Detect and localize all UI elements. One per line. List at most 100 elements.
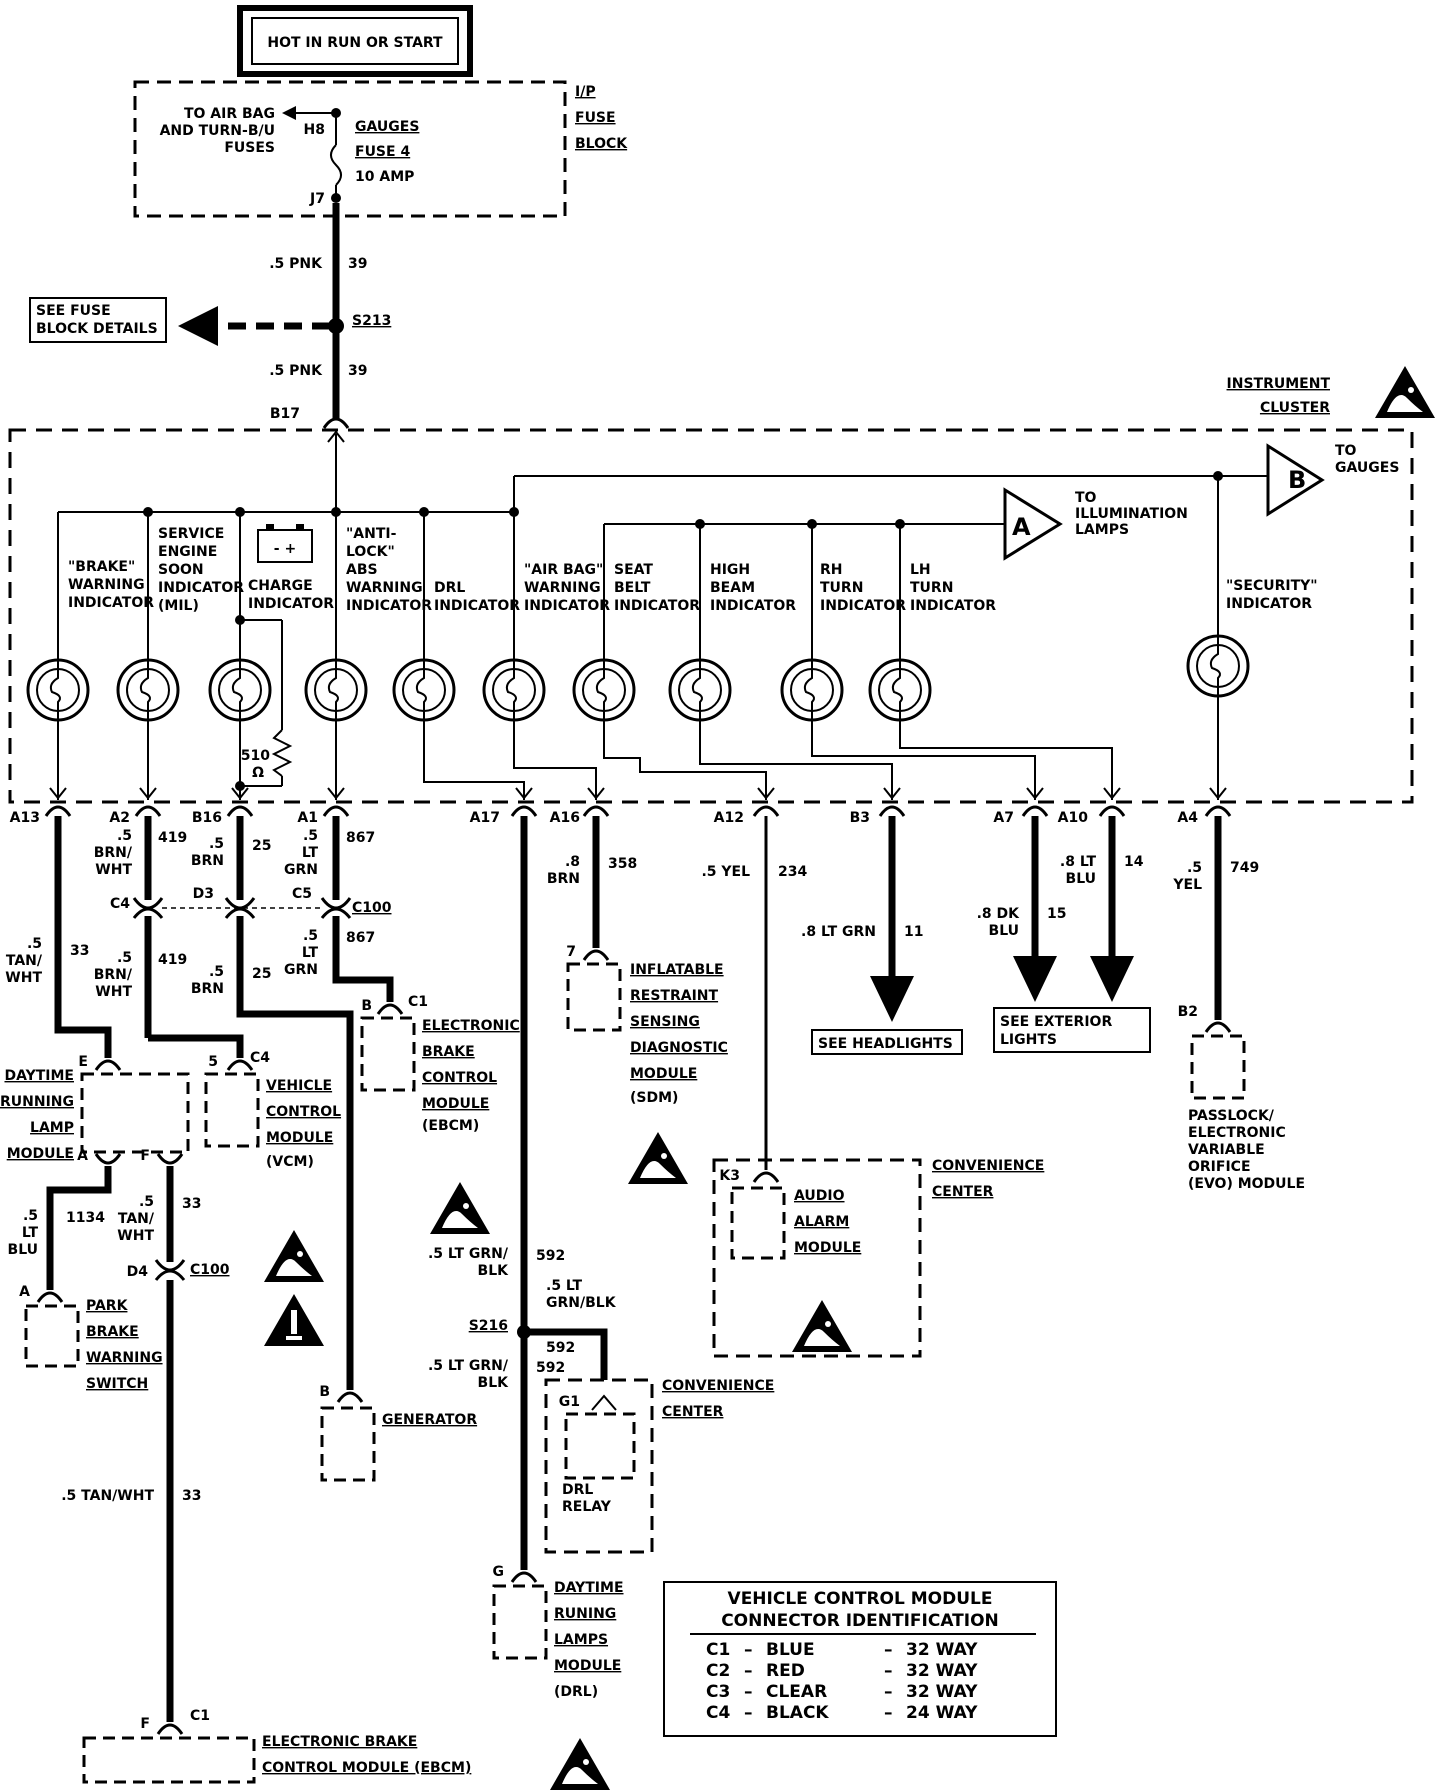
svg-text:A: A bbox=[77, 1148, 88, 1164]
fuse-label-0: GAUGES bbox=[355, 119, 419, 135]
see-exterior-lights: SEE EXTERIOR LIGHTS bbox=[993, 1007, 1151, 1053]
see-headlights: SEE HEADLIGHTS bbox=[811, 1029, 963, 1055]
svg-text:PARK: PARK bbox=[86, 1298, 129, 1314]
svg-text:MODULE: MODULE bbox=[630, 1066, 697, 1082]
svg-text:CONNECTOR IDENTIFICATION: CONNECTOR IDENTIFICATION bbox=[721, 1611, 999, 1631]
svg-text:33: 33 bbox=[182, 1196, 201, 1212]
svg-text:C4: C4 bbox=[110, 896, 130, 912]
svg-text:BLACK: BLACK bbox=[766, 1703, 829, 1723]
abs-lamp-icon bbox=[304, 658, 368, 722]
wire-labels: .5 TAN/ WHT 33 .5 BRN/ WHT 419 .5 BRN 25… bbox=[5, 828, 1259, 1504]
fuse-block-title-0: I/P bbox=[575, 84, 596, 100]
svg-text:32 WAY: 32 WAY bbox=[906, 1661, 978, 1681]
svg-text:MODULE: MODULE bbox=[422, 1096, 489, 1112]
svg-text:BEAM: BEAM bbox=[710, 580, 755, 596]
convenience-center-top: CONVENIENCE CENTER K3 AUDIO ALARM MODULE bbox=[712, 1158, 1044, 1358]
svg-text:867: 867 bbox=[346, 930, 375, 946]
security-lamp-icon bbox=[1186, 634, 1250, 698]
airbag-lamp-icon bbox=[482, 658, 546, 722]
charge-lamp-icon bbox=[208, 658, 272, 722]
svg-text:BRAKE: BRAKE bbox=[86, 1324, 139, 1340]
svg-text:SENSING: SENSING bbox=[630, 1014, 700, 1030]
svg-text:DRL: DRL bbox=[562, 1482, 593, 1498]
svg-text:WHT: WHT bbox=[5, 970, 42, 986]
svg-text:39: 39 bbox=[348, 363, 367, 379]
svg-text:7: 7 bbox=[566, 944, 576, 960]
svg-text:MODULE: MODULE bbox=[794, 1240, 861, 1256]
instrument-cluster: INSTRUMENT CLUSTER B TO GAUGES A TO ILLU… bbox=[8, 366, 1435, 804]
svg-text:SEE EXTERIOR: SEE EXTERIOR bbox=[1000, 1014, 1112, 1030]
svg-text:SEAT: SEAT bbox=[614, 562, 653, 578]
svg-text:ENGINE: ENGINE bbox=[158, 544, 217, 560]
svg-text:WHT: WHT bbox=[117, 1228, 154, 1244]
svg-text:B: B bbox=[361, 998, 372, 1014]
svg-text:–: – bbox=[884, 1703, 893, 1723]
svg-text:LOCK": LOCK" bbox=[346, 544, 395, 560]
svg-text:ELECTRONIC: ELECTRONIC bbox=[422, 1018, 520, 1034]
svg-text:33: 33 bbox=[182, 1488, 201, 1504]
svg-text:WARNING: WARNING bbox=[68, 577, 145, 593]
svg-text:INDICATOR: INDICATOR bbox=[910, 598, 996, 614]
svg-text:C3: C3 bbox=[706, 1682, 730, 1702]
vcm-module: 5 C4 VEHICLE CONTROL MODULE (VCM) bbox=[204, 1050, 341, 1170]
svg-text:LH: LH bbox=[910, 562, 931, 578]
lh-turn-lamp-icon bbox=[868, 658, 932, 722]
svg-text:INDICATOR: INDICATOR bbox=[1226, 596, 1312, 612]
svg-text:CONVENIENCE: CONVENIENCE bbox=[932, 1158, 1044, 1174]
svg-text:S216: S216 bbox=[469, 1318, 508, 1334]
svg-text:INDICATOR: INDICATOR bbox=[820, 598, 906, 614]
svg-text:CENTER: CENTER bbox=[932, 1184, 994, 1200]
esd-icon bbox=[792, 1300, 852, 1352]
drl-lamp-icon bbox=[392, 658, 456, 722]
svg-text:A: A bbox=[19, 1284, 30, 1300]
to-airbag-0: TO AIR BAG bbox=[184, 106, 275, 122]
svg-text:BLU: BLU bbox=[989, 923, 1019, 939]
svg-text:BLUE: BLUE bbox=[766, 1640, 815, 1660]
svg-text:CENTER: CENTER bbox=[662, 1404, 724, 1420]
to-gauges-0: TO bbox=[1335, 443, 1357, 459]
svg-text:HIGH: HIGH bbox=[710, 562, 750, 578]
to-illum-0: TO bbox=[1075, 490, 1097, 506]
svg-text:WARNING: WARNING bbox=[524, 580, 601, 596]
svg-text:DIAGNOSTIC: DIAGNOSTIC bbox=[630, 1040, 728, 1056]
svg-text:D4: D4 bbox=[127, 1264, 149, 1280]
svg-text:SERVICE: SERVICE bbox=[158, 526, 224, 542]
pin-j7: J7 bbox=[309, 191, 325, 207]
svg-text:.5: .5 bbox=[209, 836, 224, 852]
svg-text:INDICATOR: INDICATOR bbox=[158, 580, 244, 596]
svg-text:B16: B16 bbox=[192, 810, 222, 826]
fuse-label-1: FUSE 4 bbox=[355, 144, 410, 160]
svg-text:CONVENIENCE: CONVENIENCE bbox=[662, 1378, 774, 1394]
svg-text:419: 419 bbox=[158, 952, 187, 968]
svg-text:B2: B2 bbox=[1178, 1004, 1198, 1020]
svg-text:RESTRAINT: RESTRAINT bbox=[630, 988, 719, 1004]
svg-text:CHARGE: CHARGE bbox=[248, 578, 313, 594]
svg-text:TAN/: TAN/ bbox=[6, 953, 43, 969]
svg-text:C2: C2 bbox=[706, 1661, 730, 1681]
svg-text:MODULE: MODULE bbox=[7, 1146, 74, 1162]
svg-text:D3: D3 bbox=[193, 886, 214, 902]
to-illum-letter: A bbox=[1012, 513, 1031, 541]
svg-text:K3: K3 bbox=[719, 1168, 740, 1184]
svg-text:YEL: YEL bbox=[1172, 877, 1202, 893]
svg-text:DAYTIME: DAYTIME bbox=[554, 1580, 624, 1596]
svg-text:15: 15 bbox=[1047, 906, 1066, 922]
svg-text:25: 25 bbox=[252, 838, 271, 854]
svg-text:WARNING: WARNING bbox=[346, 580, 423, 596]
svg-text:INDICATOR: INDICATOR bbox=[68, 595, 154, 611]
svg-text:RUNNING: RUNNING bbox=[0, 1094, 74, 1110]
svg-text:–: – bbox=[884, 1661, 893, 1681]
svg-text:.5: .5 bbox=[27, 936, 42, 952]
cluster-title-1: CLUSTER bbox=[1260, 400, 1330, 416]
svg-text:32 WAY: 32 WAY bbox=[906, 1640, 978, 1660]
brake-lamp-icon bbox=[26, 658, 90, 722]
header-box: HOT IN RUN OR START bbox=[237, 5, 473, 77]
to-airbag-1: AND TURN-B/U bbox=[160, 123, 275, 139]
esd-icon bbox=[550, 1738, 610, 1790]
svg-text:(VCM): (VCM) bbox=[266, 1154, 314, 1170]
to-airbag-2: FUSES bbox=[224, 140, 275, 156]
fuse-label-2: 10 AMP bbox=[355, 169, 414, 185]
feed-wire: .5 PNK 39 S213 SEE FUSE BLOCK DETAILS .5… bbox=[29, 203, 391, 429]
svg-text:.5: .5 bbox=[139, 1194, 154, 1210]
